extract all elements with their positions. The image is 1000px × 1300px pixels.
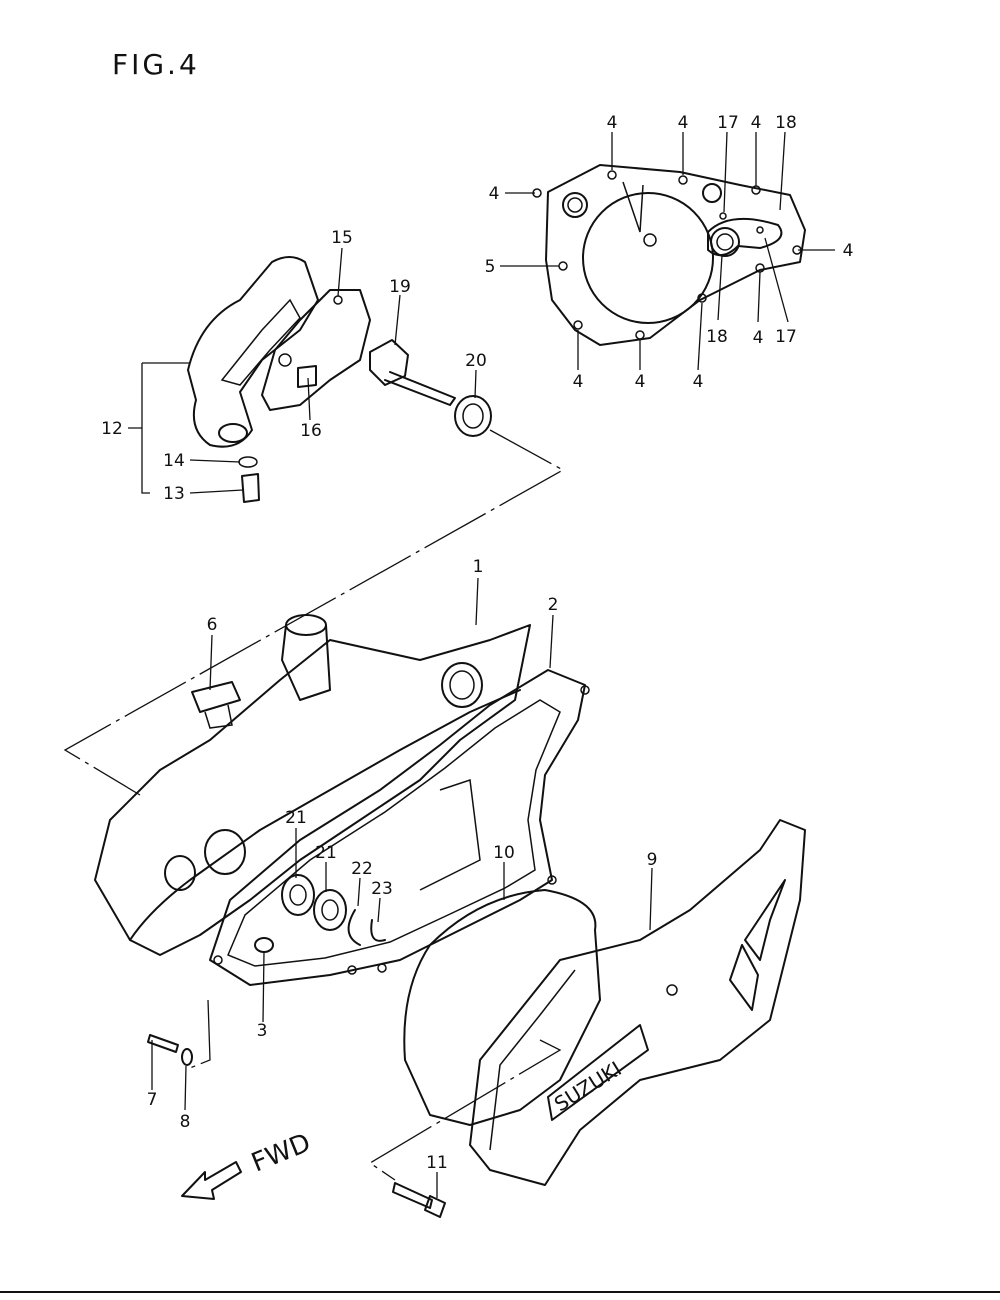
callout-4: 4 — [489, 184, 500, 204]
callout-18: 18 — [775, 113, 797, 133]
callout-4: 4 — [607, 113, 618, 133]
callout-10: 10 — [493, 843, 515, 863]
callout-9: 9 — [647, 850, 658, 870]
callout-13: 13 — [163, 484, 185, 504]
crankcase-gasket-drawing — [209, 669, 590, 986]
callout-11: 11 — [426, 1153, 448, 1173]
callout-12: 12 — [101, 419, 123, 439]
callout-labels: 1 2 3 4 4 4 4 4 4 4 4 4 4 5 6 7 8 9 10 1… — [101, 113, 853, 1173]
callout-4: 4 — [843, 241, 854, 261]
callout-4: 4 — [751, 113, 762, 133]
callout-21: 21 — [285, 808, 307, 828]
callout-3: 3 — [257, 1021, 268, 1041]
callout-4: 4 — [635, 372, 646, 392]
forward-arrow: FWD — [181, 1128, 315, 1200]
callout-1: 1 — [473, 557, 484, 577]
callout-6: 6 — [207, 615, 218, 635]
fwd-label: FWD — [247, 1128, 315, 1179]
bearing-set-drawing — [281, 874, 386, 946]
bolt-7-drawing — [147, 1034, 193, 1066]
callout-20: 20 — [465, 351, 487, 371]
callout-4: 4 — [693, 372, 704, 392]
callout-4: 4 — [573, 372, 584, 392]
callout-7: 7 — [147, 1090, 158, 1110]
callout-14: 14 — [163, 451, 185, 471]
callout-8: 8 — [180, 1112, 191, 1132]
figure-title: FIG.4 — [112, 48, 200, 81]
callout-23: 23 — [371, 879, 393, 899]
callout-18: 18 — [706, 327, 728, 347]
clutch-cover-drawing — [532, 164, 806, 346]
callout-17: 17 — [775, 327, 797, 347]
assembly-lines — [63, 429, 565, 1181]
callout-4: 4 — [678, 113, 689, 133]
callout-22: 22 — [351, 859, 373, 879]
callout-2: 2 — [548, 595, 559, 615]
callout-17: 17 — [717, 113, 739, 133]
callout-5: 5 — [485, 257, 496, 277]
callout-16: 16 — [300, 421, 322, 441]
callout-21: 21 — [315, 843, 337, 863]
callout-15: 15 — [331, 228, 353, 248]
leader-lines — [128, 131, 835, 1198]
crankcase-cover-drawing — [94, 614, 531, 956]
bolt-11-drawing — [392, 1182, 446, 1218]
outer-cover-drawing: SUZUKI — [403, 819, 806, 1186]
callout-4: 4 — [753, 328, 764, 348]
callout-19: 19 — [389, 277, 411, 297]
water-pump-cover-drawing — [187, 256, 492, 503]
